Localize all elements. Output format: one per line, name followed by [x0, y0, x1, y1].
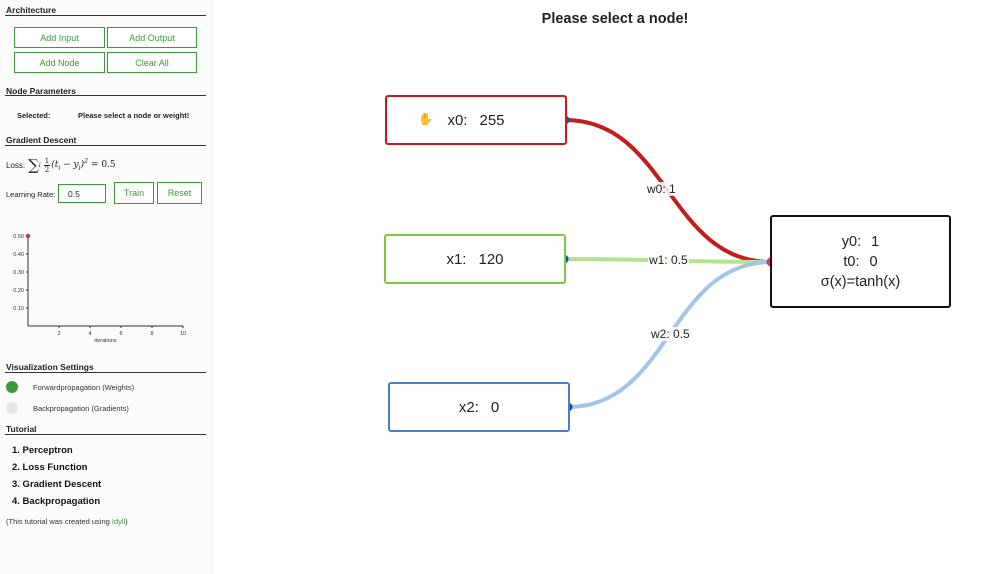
input-node-x2-name: x2:: [458, 398, 479, 416]
add-input-button[interactable]: Add Input: [14, 27, 105, 48]
chart-y-tick-label: 0.30: [13, 270, 24, 276]
weight-w0-value: 1: [669, 182, 676, 196]
input-node-x1-name: x1:: [446, 250, 467, 268]
tutorial-title: Tutorial: [6, 424, 37, 434]
tutorial-item-perceptron[interactable]: 1. Perceptron: [12, 445, 73, 456]
gradient-descent-title: Gradient Descent: [6, 135, 77, 145]
backward-toggle[interactable]: Backpropagation (Gradients): [6, 402, 129, 414]
input-node-x1-value: 120: [478, 250, 504, 268]
node-parameters-title: Node Parameters: [6, 86, 76, 96]
weight-w0-name: w0:: [647, 182, 666, 196]
chart-y-tick-label: 0.50: [13, 234, 24, 240]
chart-y-tick-label: 0.20: [13, 288, 24, 294]
input-node-x1[interactable]: x1: 120: [384, 234, 566, 284]
output-activation: σ(x)=tanh(x): [820, 273, 901, 290]
forward-toggle-dot[interactable]: [6, 381, 18, 393]
weight-w2-value: 0.5: [673, 327, 690, 341]
tutorial-item-backpropagation[interactable]: 4. Backpropagation: [12, 496, 101, 507]
tutorial-item-loss-function[interactable]: 2. Loss Function: [12, 462, 88, 473]
clear-all-button[interactable]: Clear All: [107, 52, 197, 73]
chart-y-tick-label: 0.40: [13, 252, 24, 258]
weight-label-w0[interactable]: w0: 1: [646, 182, 677, 196]
visualization-title: Visualization Settings: [6, 362, 94, 372]
tutorial-rule: [5, 434, 206, 435]
forward-toggle[interactable]: Forwardpropagation (Weights): [6, 381, 134, 393]
input-node-x0-name: x0:: [447, 111, 468, 129]
chart-point: [25, 233, 31, 239]
weight-label-w2[interactable]: w2: 0.5: [650, 327, 691, 341]
learning-rate-label: Learning Rate:: [6, 190, 56, 199]
loss-chart: 2 4 6 8 10 0.10 0.20 0.30 0.40 0.50 iterations: [13, 233, 186, 344]
chart-y-tick-label: 0.10: [13, 306, 24, 312]
footnote-suffix: ): [125, 517, 128, 526]
weight-label-w1[interactable]: w1: 0.5: [648, 253, 689, 267]
weight-w1-value: 0.5: [671, 253, 688, 267]
output-t-name: t0:: [843, 253, 860, 270]
add-node-button[interactable]: Add Node: [14, 52, 105, 73]
tutorial-footnote: (This tutorial was created using Idyll): [6, 517, 128, 526]
selected-label: Selected:: [17, 111, 51, 120]
chart-x-tick-label: 8: [150, 331, 153, 337]
input-node-x2-value: 0: [490, 398, 500, 416]
selected-value: Please select a node or weight!: [78, 111, 190, 120]
output-t-value: 0: [869, 253, 878, 270]
chart-x-tick-label: 6: [119, 331, 122, 337]
idyll-link[interactable]: Idyll: [111, 517, 126, 526]
node-parameters-rule: [5, 95, 206, 96]
output-node-y0[interactable]: y0: 1 t0: 0 σ(x)=tanh(x): [770, 215, 951, 308]
chart-x-tick-label: 4: [88, 331, 91, 337]
sidebar: Architecture Add Input Add Output Add No…: [0, 0, 213, 574]
gradient-descent-rule: [5, 145, 206, 146]
input-node-x2[interactable]: x2: 0: [388, 382, 570, 432]
forward-label: Forwardpropagation (Weights): [33, 382, 135, 392]
train-button[interactable]: Train: [114, 182, 154, 204]
visualization-rule: [5, 372, 206, 373]
chart-x-tick-label: 2: [57, 331, 60, 337]
chart-x-axis-label: iterations: [94, 338, 117, 344]
input-node-x0-value: 255: [479, 111, 505, 129]
tutorial-item-gradient-descent[interactable]: 3. Gradient Descent: [12, 479, 102, 490]
learning-rate-input[interactable]: [58, 184, 106, 203]
hand-cursor-icon: ✋: [418, 112, 433, 126]
output-y-name: y0:: [841, 233, 862, 250]
input-node-x0[interactable]: x0: 255: [385, 95, 567, 145]
architecture-title: Architecture: [6, 5, 57, 15]
output-y-value: 1: [871, 233, 880, 250]
backward-label: Backpropagation (Gradients): [33, 403, 129, 413]
footnote-prefix: (This tutorial was created using: [6, 517, 112, 526]
chart-x-tick-label: 10: [180, 331, 186, 337]
weight-w2-name: w2:: [651, 327, 670, 341]
loss-label: Loss:: [6, 160, 26, 170]
loss-value: = 0.5: [90, 160, 116, 170]
add-output-button[interactable]: Add Output: [107, 27, 197, 48]
weight-w1-name: w1:: [649, 253, 668, 267]
canvas-title: Please select a node!: [541, 11, 689, 27]
architecture-rule: [5, 15, 206, 16]
reset-button[interactable]: Reset: [157, 182, 202, 204]
backward-toggle-dot[interactable]: [6, 402, 18, 414]
